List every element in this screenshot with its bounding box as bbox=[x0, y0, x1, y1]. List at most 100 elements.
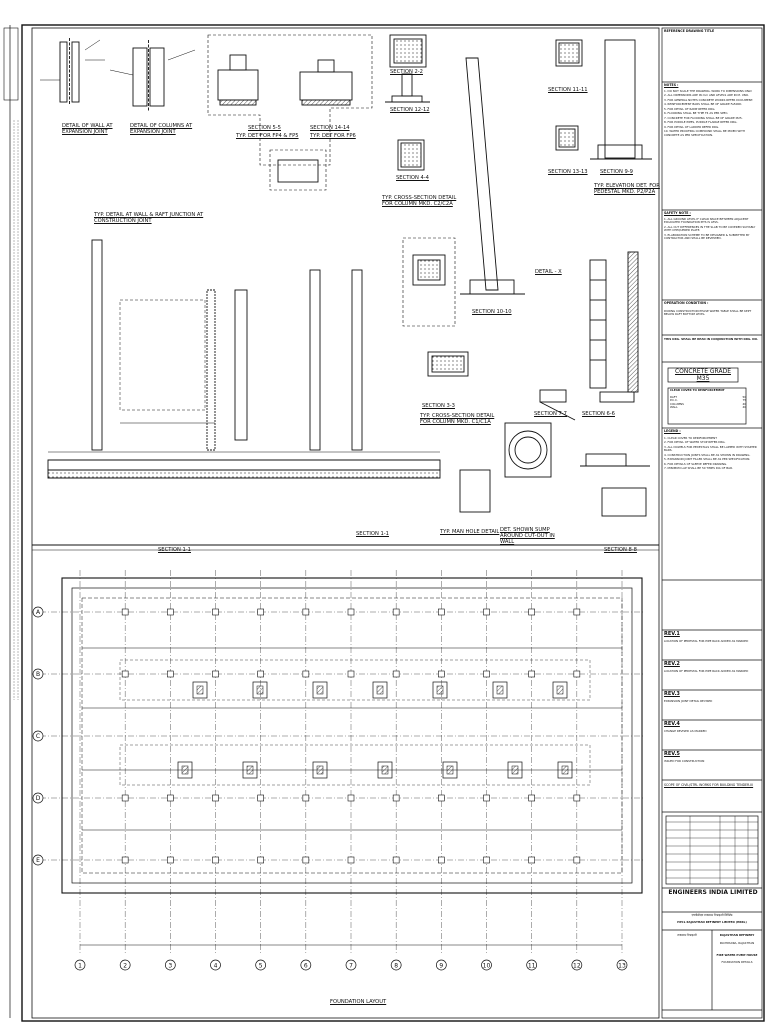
detail-manhole bbox=[459, 422, 650, 517]
grid-bubble bbox=[32, 668, 44, 680]
column-footing bbox=[392, 670, 400, 678]
column-footing bbox=[483, 794, 490, 802]
column-footing bbox=[483, 670, 490, 678]
column-footing bbox=[392, 794, 400, 802]
pedestal-footing bbox=[507, 761, 523, 779]
grid-bubble bbox=[435, 959, 447, 971]
pedestal bbox=[436, 685, 444, 695]
column-footing bbox=[212, 856, 219, 864]
grid-bubble bbox=[74, 959, 86, 971]
column-footing bbox=[121, 856, 129, 864]
detail-section-4-4 bbox=[397, 139, 425, 171]
grid-bubble bbox=[32, 792, 44, 804]
pedestal-footing bbox=[312, 681, 328, 699]
grid-number-label: 12 bbox=[573, 963, 581, 970]
column-footing bbox=[302, 856, 310, 864]
detail-column-expansion bbox=[109, 40, 196, 112]
detail-section-1-1 bbox=[47, 239, 441, 479]
column-footing bbox=[438, 856, 445, 864]
grid-bubble bbox=[345, 959, 357, 971]
title-block bbox=[661, 27, 763, 1019]
plan-pedestals bbox=[121, 608, 581, 864]
column-footing bbox=[167, 794, 174, 802]
column-footing bbox=[392, 608, 400, 616]
column-footing bbox=[257, 794, 264, 802]
column-footing bbox=[257, 670, 264, 678]
detail-section-2-2 bbox=[389, 34, 427, 68]
grid-number-label: 3 bbox=[168, 963, 172, 970]
column-footing bbox=[347, 670, 355, 678]
pedestal bbox=[381, 765, 389, 775]
pedestal-footing bbox=[377, 761, 393, 779]
grid-bubble bbox=[571, 959, 583, 971]
grid-number-label: 8 bbox=[394, 963, 398, 970]
column-footing bbox=[573, 608, 581, 616]
column-footing bbox=[438, 608, 445, 616]
pedestal-footing bbox=[442, 761, 458, 779]
pedestal bbox=[246, 765, 254, 775]
pedestal bbox=[561, 765, 569, 775]
grid-number-label: 5 bbox=[259, 963, 263, 970]
pedestal-footing bbox=[312, 761, 328, 779]
column-footing bbox=[302, 608, 310, 616]
grid-bubble bbox=[616, 959, 628, 971]
column-footing bbox=[438, 794, 445, 802]
column-footing bbox=[302, 670, 310, 678]
grid-bubble bbox=[300, 959, 312, 971]
pedestal bbox=[196, 685, 204, 695]
column-footing bbox=[121, 670, 129, 678]
pedestal-footing bbox=[242, 761, 258, 779]
grid-bubble bbox=[210, 959, 221, 971]
grid-letter-label: D bbox=[36, 795, 41, 802]
column-footing bbox=[528, 670, 535, 678]
column-footing bbox=[573, 670, 581, 678]
pedestal bbox=[496, 685, 504, 695]
grid-bubble bbox=[32, 606, 44, 618]
pedestal bbox=[376, 685, 384, 695]
column-footing bbox=[121, 794, 129, 802]
column-footing bbox=[257, 856, 264, 864]
grid-bubble bbox=[164, 959, 176, 971]
pedestal bbox=[446, 765, 454, 775]
detail-section-12-12 bbox=[385, 73, 430, 103]
column-footing bbox=[528, 608, 535, 616]
grid-bubble bbox=[255, 959, 267, 971]
column-footing bbox=[167, 670, 174, 678]
pedestal-footing bbox=[252, 681, 268, 699]
grid-number-label: 1 bbox=[78, 963, 82, 970]
grid-bubble bbox=[390, 959, 402, 971]
inner-border bbox=[31, 27, 660, 1019]
pedestal bbox=[511, 765, 519, 775]
detail-wall-expansion bbox=[40, 38, 105, 105]
column-footing bbox=[121, 608, 129, 616]
column-footing bbox=[302, 794, 310, 802]
pedestal-footing bbox=[372, 681, 388, 699]
column-footing bbox=[347, 608, 355, 616]
column-footing bbox=[528, 856, 535, 864]
grid-letter-label: A bbox=[36, 609, 41, 616]
pedestal-footing bbox=[552, 681, 568, 699]
column-footing bbox=[167, 608, 174, 616]
detail-pedestal-elevation bbox=[460, 57, 525, 295]
column-footing bbox=[347, 794, 355, 802]
pedestal-footing bbox=[557, 761, 573, 779]
grid-number-label: 9 bbox=[439, 963, 443, 970]
pedestal-footing bbox=[177, 761, 193, 779]
grid-number-label: 7 bbox=[349, 963, 353, 970]
detail-section-6-6 bbox=[589, 251, 639, 393]
foundation-plan bbox=[61, 577, 643, 894]
grid-number-label: 4 bbox=[214, 963, 218, 970]
pedestal bbox=[316, 685, 324, 695]
grid-letter-label: C bbox=[36, 733, 40, 740]
column-footing bbox=[483, 856, 490, 864]
column-footing bbox=[167, 856, 174, 864]
pedestal bbox=[316, 765, 324, 775]
pedestal bbox=[181, 765, 189, 775]
pedestal bbox=[256, 685, 264, 695]
detail-section-11-11 bbox=[555, 39, 583, 151]
column-footing bbox=[528, 794, 535, 802]
column-footing bbox=[212, 794, 219, 802]
detail-x bbox=[402, 237, 456, 327]
grid-bubble bbox=[32, 854, 44, 866]
